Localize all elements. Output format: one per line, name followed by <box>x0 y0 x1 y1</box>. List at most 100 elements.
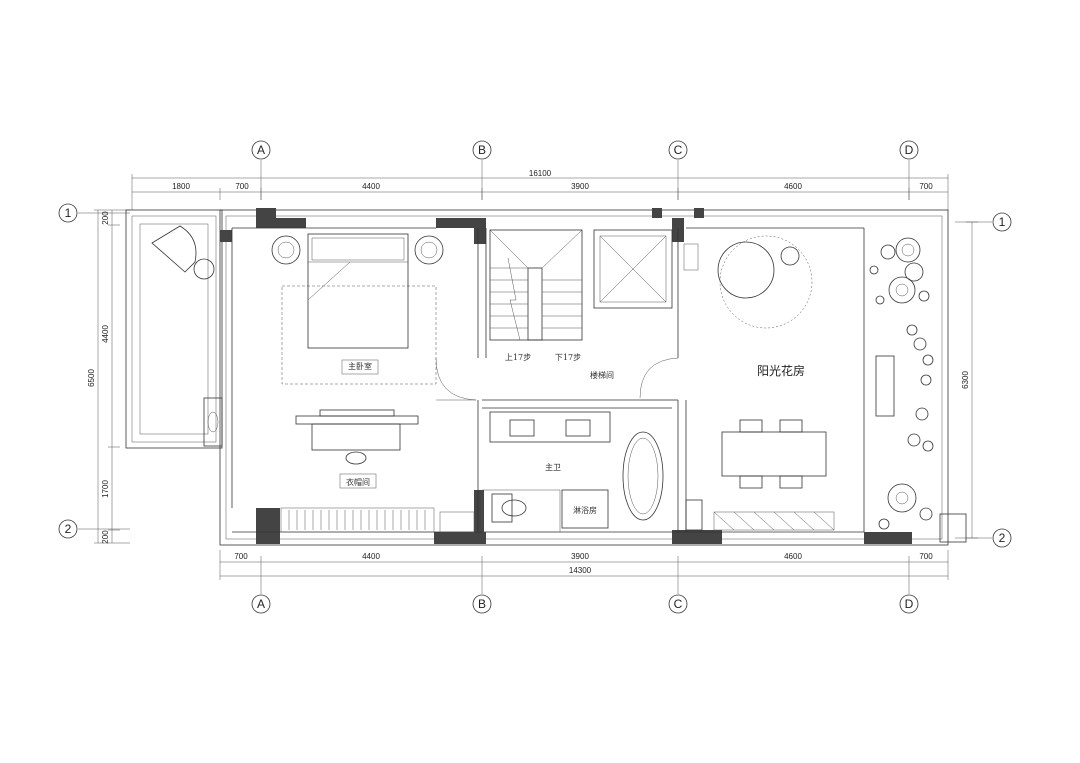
axis-label: B <box>478 143 486 157</box>
axis-label: D <box>905 597 914 611</box>
axis-label: C <box>674 597 683 611</box>
vanity <box>489 411 611 443</box>
label-master-bedroom: 主卧室 <box>348 361 372 371</box>
bed <box>307 233 409 349</box>
nightstand-right <box>414 235 444 265</box>
bedroom-furniture <box>271 233 475 533</box>
plant <box>915 407 929 421</box>
left-dimensions: 6500 200 4400 1700 200 <box>87 209 130 544</box>
axis-label: C <box>674 143 683 157</box>
basin-left <box>509 419 535 437</box>
dim-bottom-seg: 3900 <box>571 552 589 561</box>
dim-bottom-seg: 700 <box>234 552 248 561</box>
rug <box>281 285 437 385</box>
elevator <box>593 229 699 309</box>
dim-top-total: 16100 <box>529 169 552 178</box>
axis-a-top: A <box>251 140 271 160</box>
axis-1-right: 1 <box>992 212 1012 232</box>
dim-left-seg: 200 <box>101 211 110 225</box>
wardrobe <box>280 507 435 533</box>
side-table <box>193 258 215 280</box>
axis-label: B <box>478 597 486 611</box>
door-bedroom <box>435 357 477 401</box>
right-dimensions: 6300 <box>961 221 978 539</box>
plant <box>869 265 879 275</box>
plant <box>904 262 924 282</box>
door-sunroom <box>639 357 679 399</box>
dim-top-seg: 3900 <box>571 182 589 191</box>
plant <box>880 244 896 260</box>
bathtub <box>622 431 664 521</box>
stool <box>345 451 367 465</box>
balcony <box>125 209 223 449</box>
axis-d-top: D <box>899 140 919 160</box>
axis-label: A <box>257 143 265 157</box>
dim-left-total: 6500 <box>87 369 96 387</box>
bath-fixtures <box>481 411 664 533</box>
axis-d-bottom: D <box>899 594 919 614</box>
plant <box>906 324 918 336</box>
dim-right-total: 6300 <box>961 371 970 389</box>
plant <box>913 337 927 351</box>
axis-label: 2 <box>999 531 1006 545</box>
dresser <box>295 415 419 425</box>
planter-box <box>713 511 835 531</box>
sunroom-furniture <box>685 235 895 531</box>
dim-bottom-seg: 4600 <box>784 552 802 561</box>
toilet <box>491 493 513 523</box>
plant <box>878 518 890 530</box>
grid-axis-rows: 1 2 1 2 <box>58 203 1012 548</box>
grid-axis-top: A B C D <box>251 140 919 200</box>
plant <box>922 354 934 366</box>
plant <box>907 433 921 447</box>
dim-bottom-seg: 4400 <box>362 552 380 561</box>
axis-2-left: 2 <box>58 519 78 539</box>
plant <box>918 290 930 302</box>
top-dimensions: 16100 1800 700 4400 3900 4600 700 <box>131 169 949 210</box>
axis-label: A <box>257 597 265 611</box>
dim-left-seg: 200 <box>101 530 110 544</box>
dim-top-seg: 700 <box>919 182 933 191</box>
label-cloakroom: 衣帽间 <box>346 477 370 487</box>
label-shower: 淋浴房 <box>573 505 597 515</box>
axis-label: 1 <box>999 215 1006 229</box>
basin-right <box>565 419 591 437</box>
lounge-chair <box>151 225 197 273</box>
bottom-dimensions: 700 4400 3900 4600 700 14300 <box>219 550 949 594</box>
dim-left-seg: 4400 <box>101 325 110 343</box>
dim-top-seg: 700 <box>235 182 249 191</box>
label-master-bath: 主卫 <box>545 462 561 472</box>
plant <box>922 440 934 452</box>
grid-axis-bottom: A B C D <box>251 594 919 614</box>
plant <box>895 237 921 263</box>
plant <box>887 483 917 513</box>
plant <box>920 374 932 386</box>
axis-label: D <box>905 143 914 157</box>
axis-label: 2 <box>65 522 72 536</box>
stair-up-label: 上17步 <box>505 353 531 362</box>
axis-b-top: B <box>472 140 492 160</box>
dim-top-seg: 1800 <box>172 182 190 191</box>
room-labels: 主卧室 衣帽间 楼梯间 主卫 淋浴房 阳光花房 <box>346 361 805 515</box>
axis-a-bottom: A <box>251 594 271 614</box>
shower <box>561 489 609 529</box>
dim-bottom-total: 14300 <box>569 566 592 575</box>
label-stairwell: 楼梯间 <box>590 370 614 380</box>
dining-table <box>721 431 827 477</box>
bench <box>875 355 895 417</box>
dim-left-seg: 1700 <box>101 480 110 498</box>
plant <box>919 507 933 521</box>
axis-c-top: C <box>668 140 688 160</box>
staircase: 上17步 下17步 <box>489 229 583 362</box>
axis-label: 1 <box>65 206 72 220</box>
axis-1-left: 1 <box>58 203 78 223</box>
dim-top-seg: 4400 <box>362 182 380 191</box>
label-sunroom: 阳光花房 <box>757 363 805 378</box>
dim-top-seg: 4600 <box>784 182 802 191</box>
dim-bottom-seg: 700 <box>919 552 933 561</box>
axis-b-bottom: B <box>472 594 492 614</box>
plant <box>888 276 916 304</box>
axis-c-bottom: C <box>668 594 688 614</box>
planting <box>869 237 967 543</box>
